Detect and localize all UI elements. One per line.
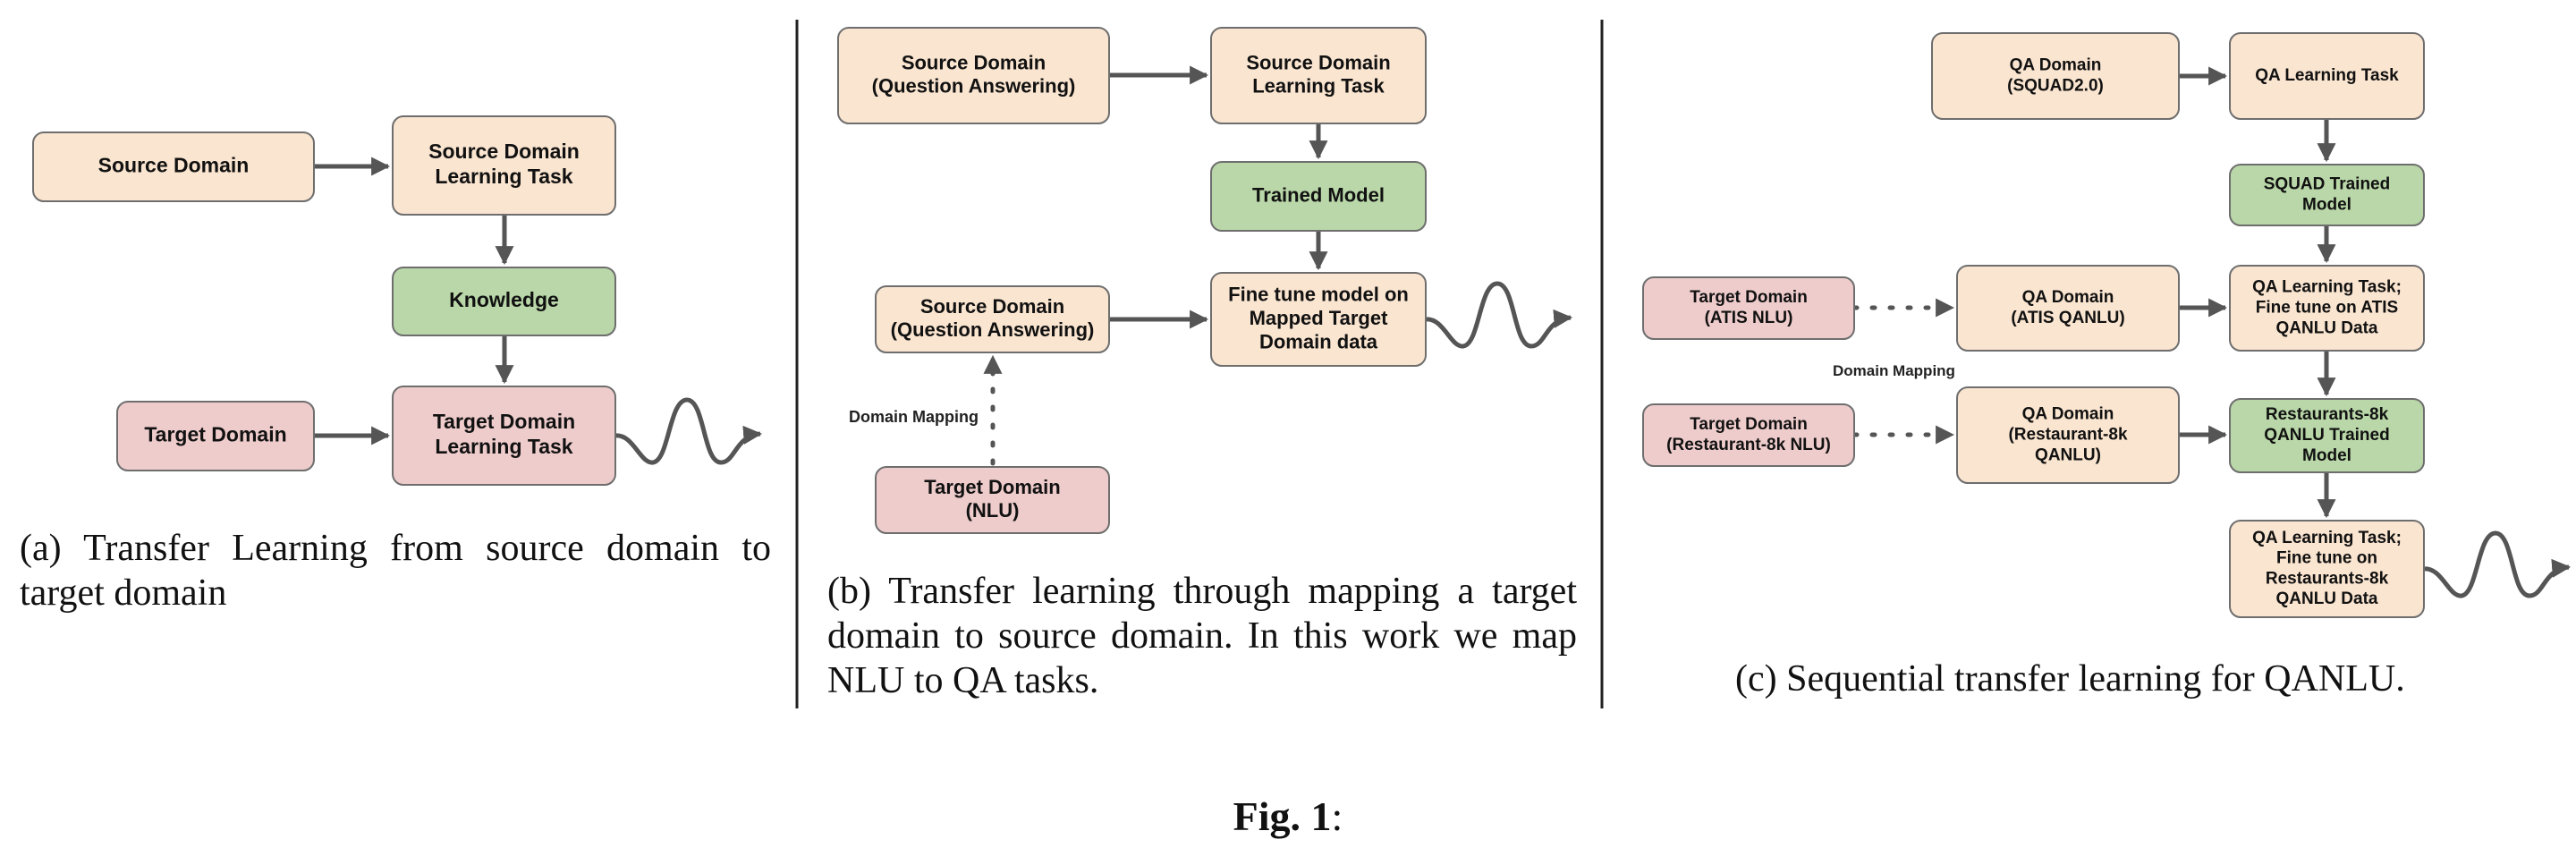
a-source-domain-box-label: Source Domain	[98, 154, 250, 177]
a-source-domain-box-shape	[32, 131, 315, 202]
b-source-qa-mid-box-label: Source Domain(Question Answering)	[891, 295, 1095, 341]
b-output-squiggle	[1425, 281, 1573, 349]
c-qa-squad-box-label: QA Domain(SQUAD2.0)	[2007, 56, 2104, 96]
figure-label: Fig. 1:	[0, 793, 2576, 840]
caption-panel-b: (b) Transfer learning through mapping a …	[827, 571, 1577, 701]
b-source-qa-top-box-label: Source Domain(Question Answering)	[872, 51, 1076, 97]
c-target-atis-box-shape	[1642, 276, 1855, 340]
b-trained-model-box: Trained Model	[1210, 161, 1427, 232]
a-output-squiggle	[614, 397, 763, 465]
a-target-domain-box: Target Domain	[116, 401, 315, 471]
c-target-atis-box-label: Target Domain(ATIS NLU)	[1690, 288, 1808, 327]
b-domain-mapping-label: Domain Mapping	[849, 408, 979, 426]
c-domain-mapping-label: Domain Mapping	[1833, 362, 1955, 379]
a-knowledge-box-label: Knowledge	[449, 288, 559, 311]
c-target-rest-box: Target Domain(Restaurant-8k NLU)	[1642, 403, 1855, 467]
c-target-atis-box: Target Domain(ATIS NLU)	[1642, 276, 1855, 340]
a-knowledge-box-shape	[392, 267, 616, 336]
b-trained-model-box-label: Trained Model	[1252, 183, 1385, 206]
figure-number: Fig. 1	[1233, 793, 1332, 839]
b-fine-tune-box-shape	[1210, 272, 1427, 367]
figure-suffix: :	[1331, 793, 1343, 839]
c-rest-finetune-box-shape	[2229, 520, 2425, 618]
b-target-nlu-box: Target Domain(NLU)	[875, 466, 1110, 534]
connectors	[314, 65, 2572, 598]
c-qa-rest-box-shape	[1956, 386, 2180, 484]
c-target-rest-box-shape	[1642, 403, 1855, 467]
a-target-task-box-shape	[392, 386, 616, 486]
c-qa-squad-box: QA Domain(SQUAD2.0)	[1931, 32, 2180, 120]
a-source-domain-box: Source Domain	[32, 131, 315, 202]
b-source-qa-mid-box: Source Domain(Question Answering)	[875, 285, 1110, 353]
c-qa-atis-box-label: QA Domain(ATIS QANLU)	[2011, 288, 2124, 327]
c-qa-task-box: QA Learning Task	[2229, 32, 2425, 120]
c-qa-task-box-label: QA Learning Task	[2255, 66, 2399, 85]
c-target-rest-box-label: Target Domain(Restaurant-8k NLU)	[1666, 415, 1831, 454]
caption-panel-a: (a) Transfer Learning from source domain…	[20, 528, 771, 614]
b-source-qa-mid-box-shape	[875, 285, 1110, 353]
b-target-nlu-box-label: Target Domain(NLU)	[924, 476, 1060, 522]
a-target-domain-box-shape	[116, 401, 315, 471]
c-qa-atis-box-shape	[1956, 265, 2180, 352]
c-rest-model-box-shape	[2229, 398, 2425, 473]
c-squad-model-box-shape	[2229, 164, 2425, 226]
a-knowledge-box: Knowledge	[392, 267, 616, 336]
caption-panel-c: (c) Sequential transfer learning for QAN…	[1735, 658, 2405, 700]
b-source-qa-top-box-shape	[837, 27, 1110, 124]
b-trained-model-box-shape	[1210, 161, 1427, 232]
c-output-squiggle	[2423, 530, 2572, 598]
c-qa-task-box-shape	[2229, 32, 2425, 120]
b-source-task-box-shape	[1210, 27, 1427, 124]
c-qa-atis-box: QA Domain(ATIS QANLU)	[1956, 265, 2180, 352]
a-source-task-box-shape	[392, 115, 616, 216]
c-qa-squad-box-shape	[1931, 32, 2180, 120]
a-target-domain-box-label: Target Domain	[144, 423, 286, 446]
b-source-qa-top-box: Source Domain(Question Answering)	[837, 27, 1110, 124]
b-target-nlu-box-shape	[875, 466, 1110, 534]
c-atis-finetune-box-shape	[2229, 265, 2425, 352]
